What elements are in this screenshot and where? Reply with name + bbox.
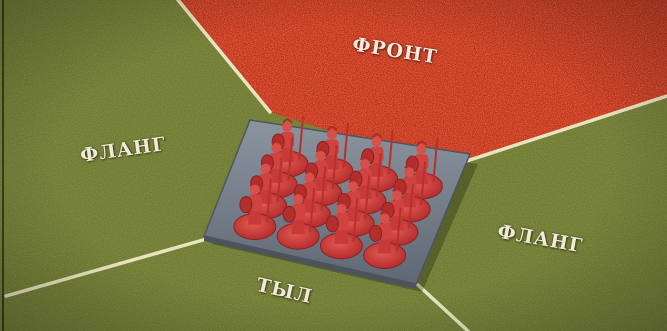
figure-head — [348, 181, 358, 191]
figure-head — [293, 194, 303, 204]
figure-head — [404, 167, 414, 177]
figure-head — [250, 185, 260, 195]
figure-head — [416, 144, 426, 154]
figure-shield — [370, 225, 382, 241]
figure-head — [392, 190, 402, 200]
figure-head — [380, 213, 390, 223]
figure-shield — [326, 216, 338, 232]
figure-head — [261, 164, 271, 174]
figure-head — [372, 137, 382, 147]
figure-head — [360, 159, 370, 169]
figure-shield — [240, 197, 252, 213]
figure-head — [304, 173, 314, 183]
figure-shield — [283, 206, 295, 222]
figure-head — [336, 204, 346, 214]
figure-head — [327, 129, 337, 139]
figure-head — [282, 122, 292, 132]
figure-head — [316, 151, 326, 161]
figure-head — [271, 143, 281, 153]
